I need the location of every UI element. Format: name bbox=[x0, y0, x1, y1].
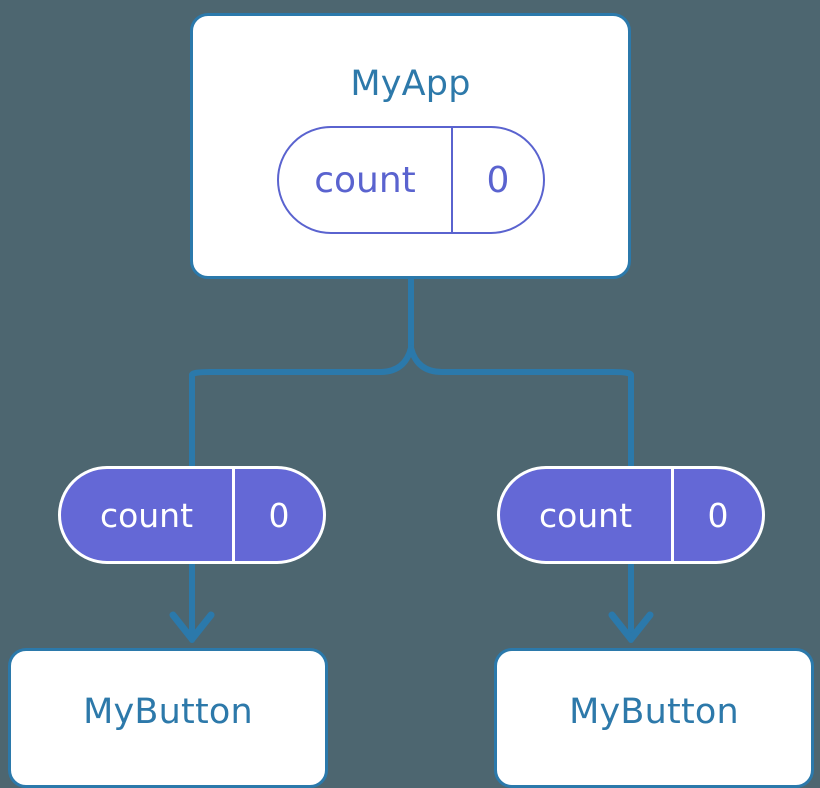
prop-value-left: 0 bbox=[268, 495, 290, 535]
prop-pill-right[interactable]: count 0 bbox=[497, 466, 765, 564]
component-title-mybutton-right: MyButton bbox=[569, 692, 739, 732]
state-value-myapp: 0 bbox=[486, 159, 510, 201]
component-node-mybutton-left[interactable]: MyButton bbox=[8, 648, 328, 788]
arrow-right bbox=[608, 561, 654, 643]
prop-key-right: count bbox=[500, 469, 674, 561]
prop-pill-left[interactable]: count 0 bbox=[58, 466, 326, 564]
arrowhead-left-icon bbox=[169, 611, 215, 643]
component-node-mybutton-right[interactable]: MyButton bbox=[494, 648, 814, 788]
arrow-left bbox=[169, 561, 215, 643]
component-node-myapp[interactable]: MyApp bbox=[190, 13, 631, 279]
connector-layer bbox=[169, 276, 654, 643]
state-pill-myapp[interactable]: count 0 bbox=[277, 126, 545, 234]
state-key-myapp: count bbox=[279, 128, 453, 232]
arrowhead-right-icon bbox=[608, 611, 654, 643]
prop-value-right: 0 bbox=[707, 495, 729, 535]
component-tree-diagram: MyApp count 0 count 0 MyButton count 0 M… bbox=[8, 13, 814, 788]
prop-key-left: count bbox=[61, 469, 235, 561]
component-title-myapp: MyApp bbox=[350, 64, 471, 104]
connector-split-junction bbox=[189, 345, 634, 378]
component-title-mybutton-left: MyButton bbox=[83, 692, 253, 732]
